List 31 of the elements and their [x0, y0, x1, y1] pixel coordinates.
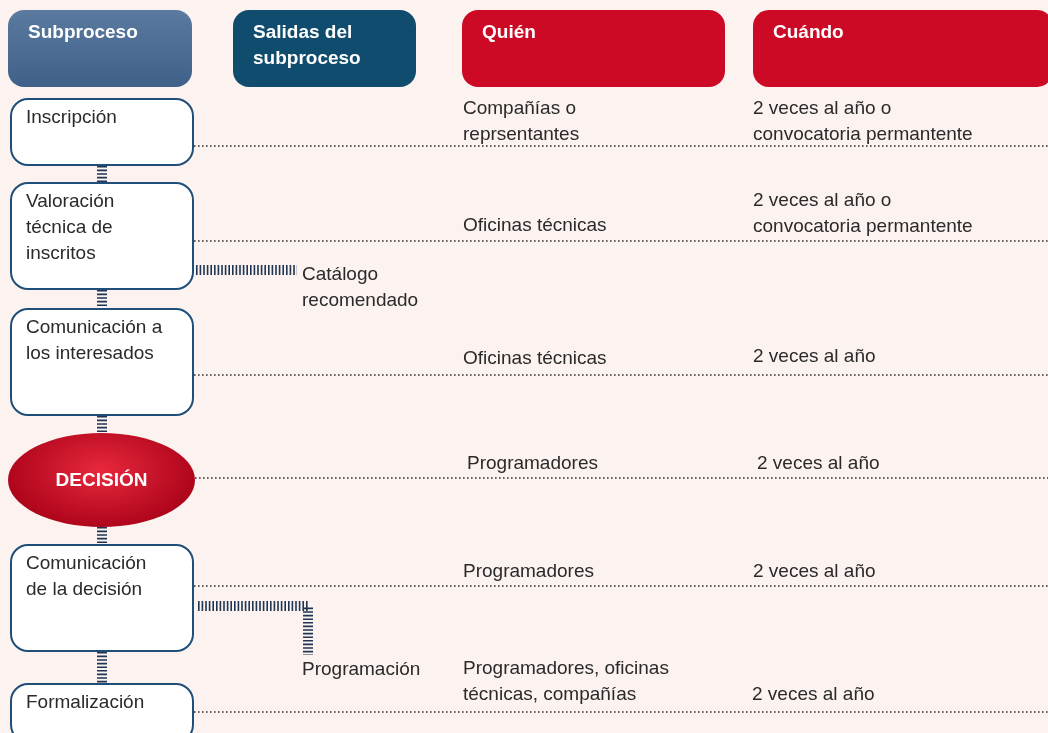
hatched-connector: [198, 601, 313, 655]
when-text: 2 veces al año o convocatoria permantente: [753, 188, 974, 238]
hatched-connector: [97, 416, 107, 433]
output-label: Catálogo recomendado: [302, 261, 452, 313]
hatched-connector: [97, 166, 107, 182]
output-label: Programación: [302, 656, 452, 682]
when-text: 2 veces al año: [753, 559, 877, 583]
hatched-connector: [97, 290, 107, 308]
process-box: Inscripción: [10, 98, 194, 166]
process-box: Valoración técnica de inscritos: [10, 182, 194, 290]
decision-ellipse: DECISIÓN: [8, 433, 195, 527]
who-text: Programadores, oficinas técnicas, compañías: [463, 656, 670, 706]
when-text: 2 veces al año: [752, 682, 876, 706]
who-text: Oficinas técnicas: [463, 346, 608, 370]
column-header: Cuándo: [753, 10, 1048, 87]
hatched-connector: [97, 652, 107, 683]
who-text: Oficinas técnicas: [463, 213, 608, 237]
column-header: Quién: [462, 10, 725, 87]
when-text: 2 veces al año: [753, 344, 877, 368]
who-text: Programadores: [463, 559, 595, 583]
who-text: Compañías o reprsentantes: [463, 96, 581, 146]
column-header: Salidas del subproceso: [233, 10, 416, 87]
who-text: Programadores: [467, 451, 599, 475]
process-box: Comunicación a los interesados: [10, 308, 194, 416]
process-box: Comunicación de la decisión: [10, 544, 194, 652]
hatched-connector: [196, 265, 297, 275]
column-header: Subproceso: [8, 10, 192, 87]
hatched-connector: [97, 527, 107, 544]
when-text: 2 veces al año: [757, 451, 881, 475]
process-box: Formalización: [10, 683, 194, 733]
when-text: 2 veces al año o convocatoria permantente: [753, 96, 974, 146]
